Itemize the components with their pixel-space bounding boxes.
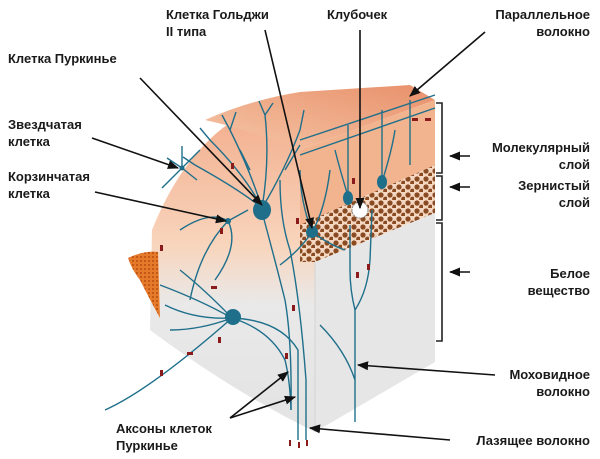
neurons: [104, 94, 436, 440]
molecular-layer: [300, 100, 435, 225]
orange-fragment: [128, 251, 160, 318]
label-climbing-fiber: Лазящее волокно: [476, 433, 590, 448]
left-face: [150, 95, 315, 432]
white-matter: [315, 213, 435, 432]
top-face: [205, 85, 435, 150]
leader-lines: [91, 29, 496, 441]
direction-arrows: [160, 118, 431, 448]
layer-brackets: [436, 102, 443, 342]
label-purkinje-cell: Клетка Пуркинье: [8, 51, 117, 66]
label-glomerulus: Клубочек: [327, 7, 388, 22]
